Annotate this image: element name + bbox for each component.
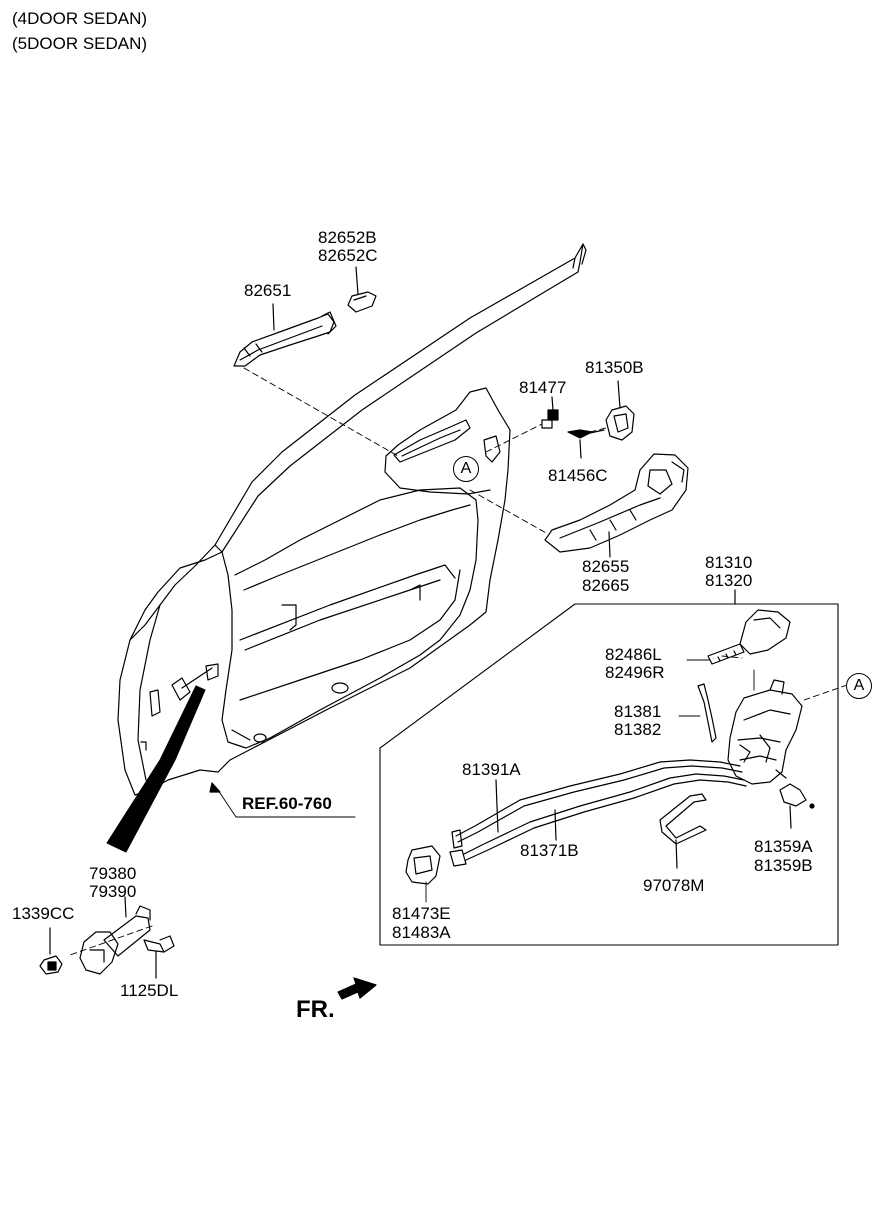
- callout-a-right: A: [846, 673, 872, 699]
- inside-handle: [405, 845, 441, 885]
- part-81359A: 81359A: [754, 837, 813, 856]
- striker-81350B: [605, 380, 635, 441]
- part-97078M: 97078M: [643, 876, 705, 895]
- part-82652C: 82652C: [318, 246, 378, 265]
- bolt-81477: [541, 396, 559, 429]
- wire-97078M: [659, 793, 707, 869]
- door-checker: [79, 896, 151, 975]
- ref-arrow: [209, 782, 221, 793]
- part-81371B: 81371B: [520, 841, 579, 860]
- part-81477: 81477: [519, 378, 567, 397]
- header-line2: (5DOOR SEDAN): [12, 34, 148, 53]
- part-81483A: 81483A: [392, 923, 451, 942]
- front-arrow: [337, 977, 377, 1000]
- part-82651: 82651: [244, 281, 292, 300]
- link-81359A: [779, 783, 815, 829]
- rod-81381: [697, 683, 717, 743]
- part-82496R: 82496R: [605, 663, 665, 682]
- leader-lines: [217, 659, 755, 903]
- part-82665: 82665: [582, 576, 630, 595]
- header-line1: (4DOOR SEDAN): [12, 9, 148, 28]
- nut-1339CC: [39, 927, 63, 975]
- actuator-rod: [707, 609, 791, 665]
- door-latch: [727, 679, 803, 785]
- cable-assembly: [449, 759, 747, 867]
- part-81473E: 81473E: [392, 904, 451, 923]
- part-81456C: 81456C: [548, 466, 608, 485]
- front-label: FR.: [296, 996, 335, 1023]
- part-82486L: 82486L: [605, 645, 662, 664]
- part-81310: 81310: [705, 553, 753, 572]
- screw-81456C: [567, 429, 605, 459]
- part-81391A: 81391A: [462, 760, 521, 779]
- part-1125DL: 1125DL: [120, 981, 179, 1000]
- part-81382: 81382: [614, 720, 662, 739]
- part-81350B: 81350B: [585, 358, 644, 377]
- part-79380: 79380: [89, 864, 137, 883]
- callout-a-upper: A: [453, 456, 479, 482]
- wiring-harness: [106, 685, 206, 853]
- reference-label: REF.60-760: [242, 794, 332, 813]
- part-82652B: 82652B: [318, 228, 377, 247]
- part-81381: 81381: [614, 702, 662, 721]
- part-79390: 79390: [89, 882, 137, 901]
- handle-bracket: [544, 453, 689, 558]
- handle-cap: [347, 266, 377, 313]
- bolt-1125DL: [143, 935, 175, 979]
- outside-handle: [233, 303, 337, 367]
- part-81359B: 81359B: [754, 856, 813, 875]
- part-82655: 82655: [582, 557, 630, 576]
- part-1339CC: 1339CC: [12, 904, 75, 923]
- dashed-leaders: [69, 367, 851, 956]
- front-door-panel: [117, 243, 587, 796]
- assembly-box: [379, 589, 839, 946]
- part-81320: 81320: [705, 571, 753, 590]
